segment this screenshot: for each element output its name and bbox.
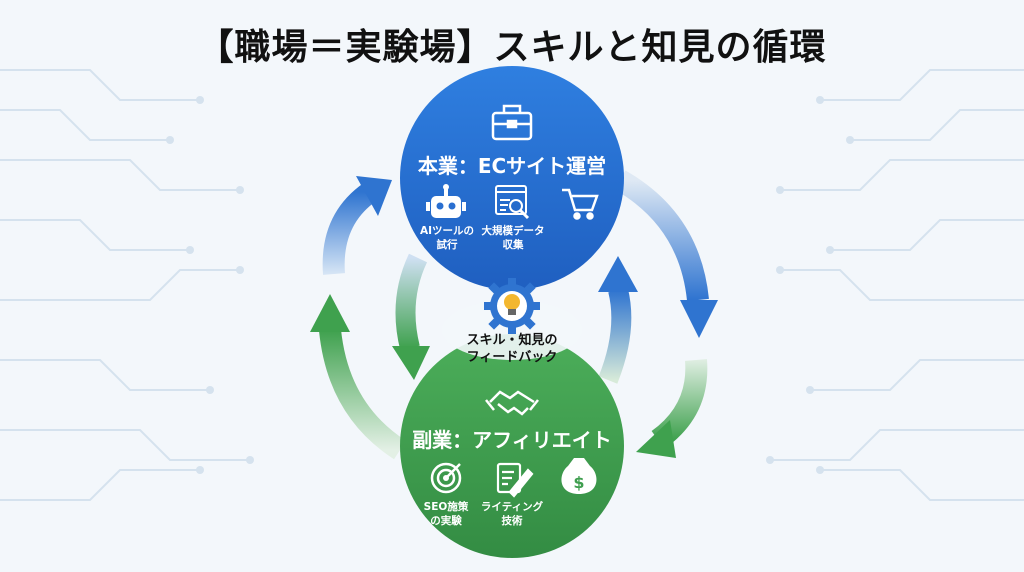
- writing-label: ライティング 技術: [474, 500, 550, 528]
- seo-label-line2: の実験: [430, 515, 462, 527]
- side-job-circle: [400, 334, 624, 558]
- writing-label-line1: ライティング: [480, 501, 544, 513]
- feedback-label-line2: フィードバック: [466, 350, 558, 365]
- side-job-title: 副業：アフィリエイト: [412, 428, 612, 452]
- ai-tool-label-line1: AIツールの: [419, 225, 475, 237]
- arrow-inner-down: [392, 253, 430, 380]
- money-bag-icon: $: [561, 458, 597, 494]
- shopping-cart-icon: [562, 188, 599, 220]
- main-job-circle: [400, 66, 624, 290]
- data-collection-label-line1: 大規模データ: [481, 225, 545, 237]
- feedback-label: スキル・知見の フィードバック: [437, 332, 587, 366]
- feedback-label-line1: スキル・知見の: [466, 333, 558, 348]
- arrow-main-to-side-right: [614, 170, 718, 338]
- data-collection-label: 大規模データ 収集: [473, 224, 553, 252]
- arrow-inner-up: [598, 256, 638, 384]
- arrow-main-left-upper: [322, 176, 392, 275]
- briefcase-icon: [491, 104, 533, 141]
- arrow-side-right-lower: [636, 359, 708, 458]
- page-title: 【職場＝実験場】スキルと知見の循環: [197, 27, 827, 68]
- seo-label: SEO施策 の実験: [410, 500, 482, 528]
- seo-label-line1: SEO施策: [423, 501, 469, 513]
- gear-lightbulb-icon: [484, 278, 540, 334]
- ai-tool-label-line2: 試行: [436, 239, 458, 251]
- svg-text:$: $: [573, 473, 584, 492]
- writing-label-line2: 技術: [501, 515, 523, 527]
- target-icon: [430, 462, 462, 494]
- robot-icon: [426, 184, 466, 218]
- data-analysis-icon: [495, 185, 530, 220]
- handshake-icon: [485, 390, 539, 416]
- data-collection-label-line2: 収集: [502, 239, 524, 251]
- arrow-side-to-main-left: [310, 294, 407, 460]
- writing-icon: [496, 462, 534, 498]
- ai-tool-label: AIツールの 試行: [408, 224, 486, 252]
- main-job-title: 本業：ECサイト運営: [417, 154, 607, 178]
